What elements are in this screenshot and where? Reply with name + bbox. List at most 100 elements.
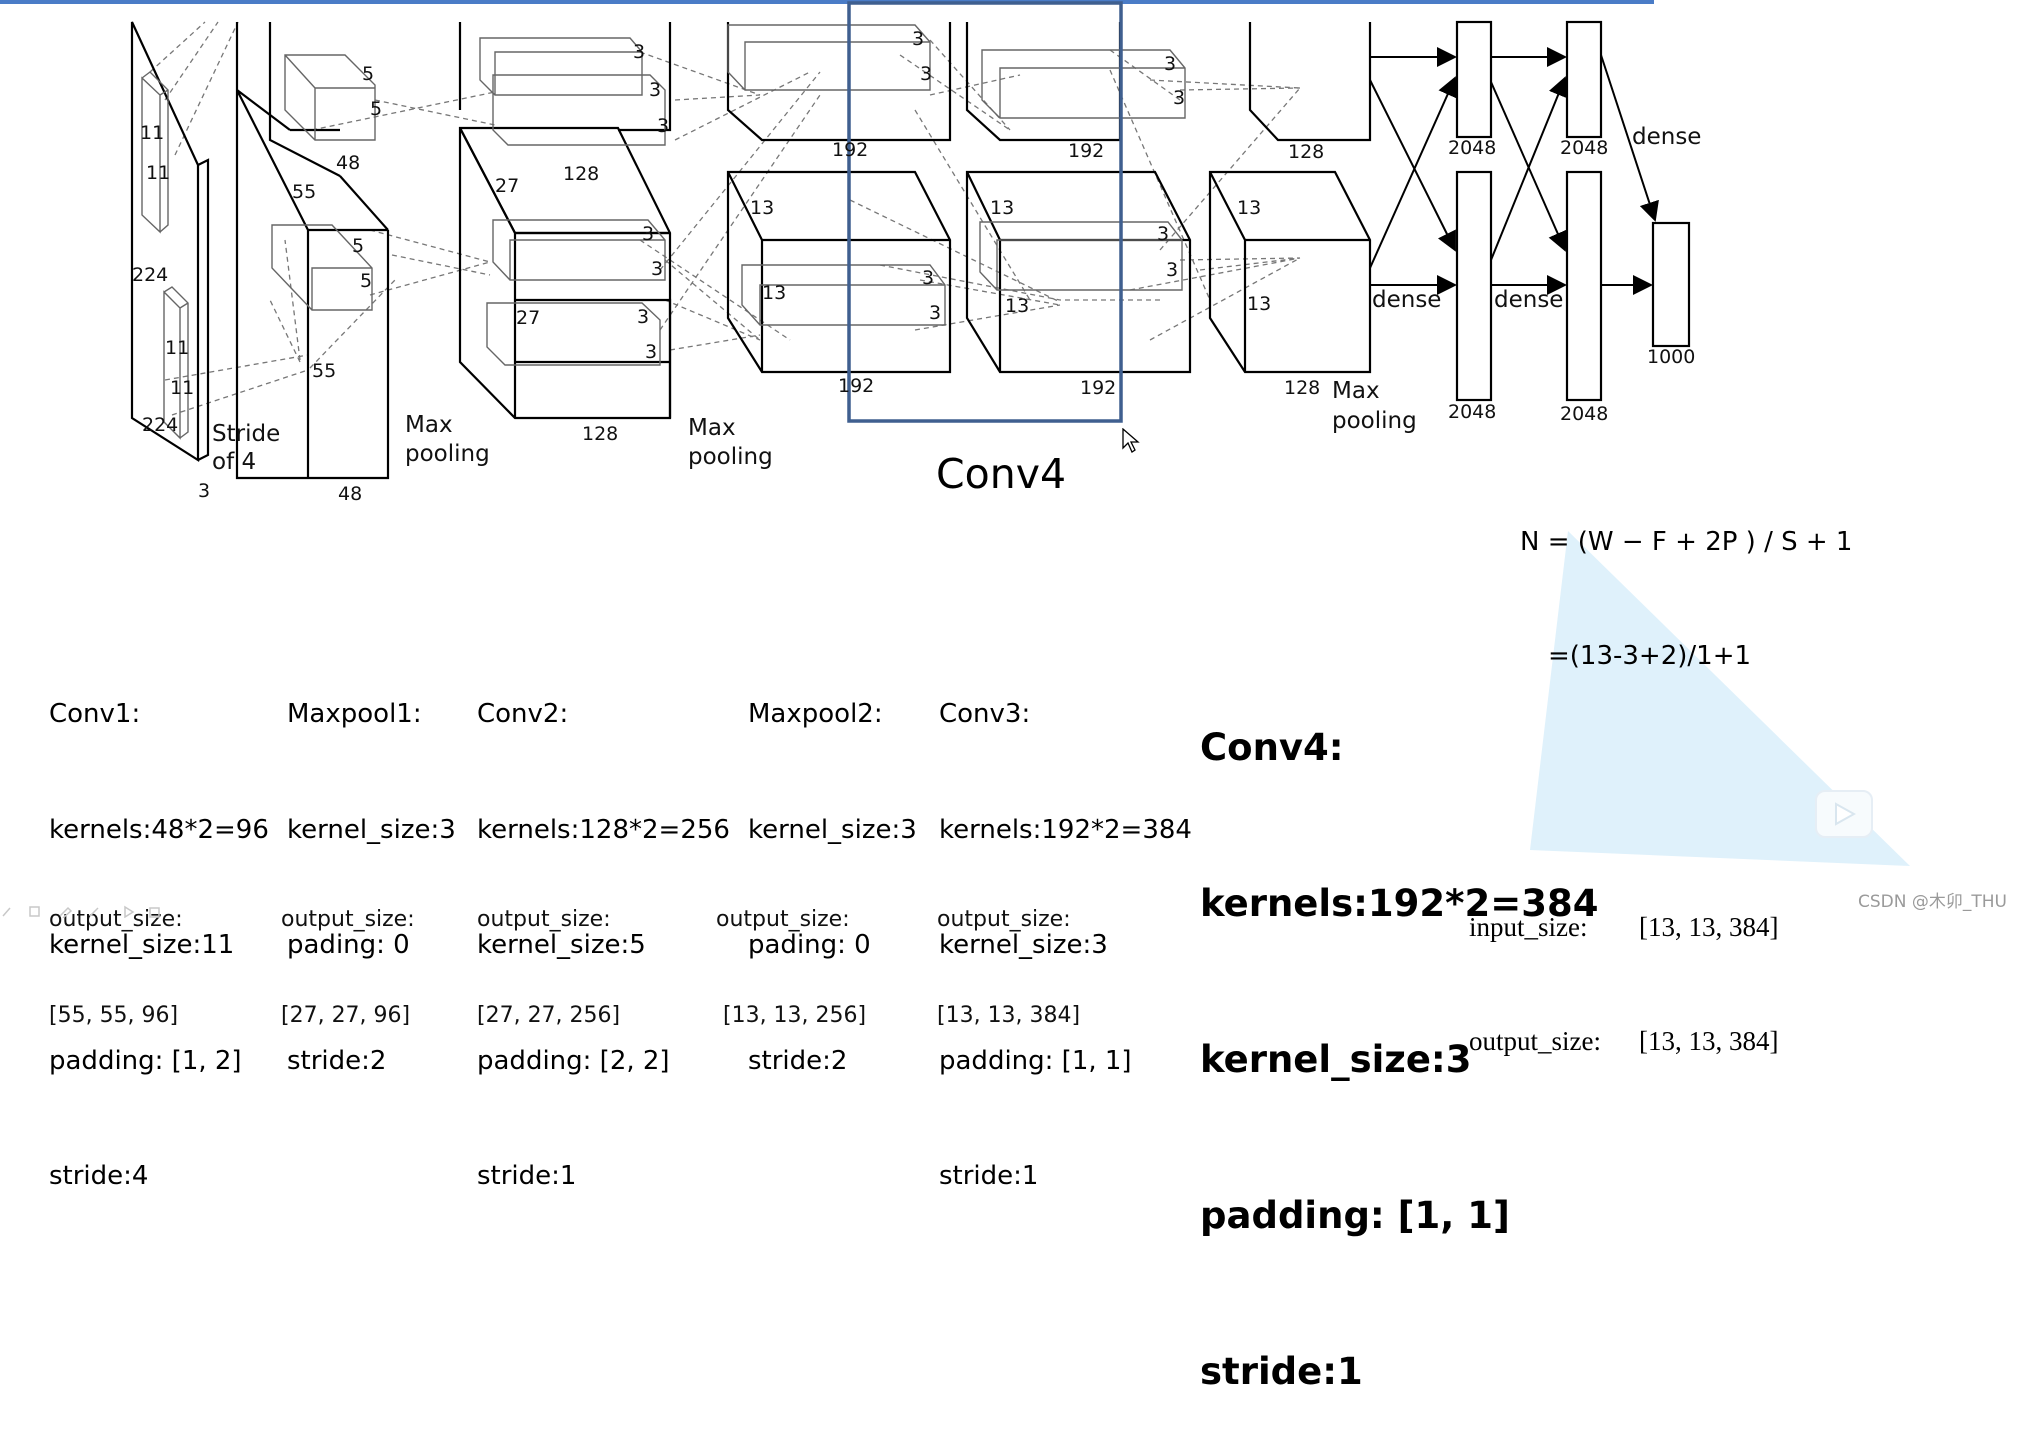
alexnet-architecture-diagram: 11 11 224 11 11 224 3 Stride of 4 5 5 48… <box>130 1 1910 866</box>
label: 2048 <box>1448 137 1496 159</box>
label: 5 <box>370 98 382 120</box>
label: 13 <box>1237 197 1261 219</box>
param-line: Conv3: <box>939 699 1031 729</box>
square-icon <box>29 906 40 917</box>
label: Max <box>405 412 453 438</box>
label: 13 <box>990 197 1014 219</box>
label: 13 <box>762 282 786 304</box>
param-line: kernels:192*2=384 <box>939 814 1192 845</box>
output-size-row: output_size: [13, 13, 384] <box>1469 1022 1778 1060</box>
label: 2048 <box>1560 137 1608 159</box>
label: 192 <box>1068 140 1104 162</box>
arrow-icon <box>2 907 11 917</box>
label: 13 <box>1247 293 1271 315</box>
output-value: [55, 55, 96] <box>49 1003 179 1028</box>
param-line: Maxpool2: <box>748 699 883 729</box>
output-value: [27, 27, 96] <box>281 1003 411 1028</box>
label: 5 <box>360 270 372 292</box>
param-line: kernel_size:3 <box>748 814 917 845</box>
label: 27 <box>516 307 540 329</box>
output-value: [27, 27, 256] <box>477 1003 621 1028</box>
diagram-labels: 11 11 224 11 11 224 3 Stride of 4 5 5 48… <box>132 28 1701 505</box>
output-value: [13, 13, 256] <box>716 1003 867 1028</box>
param-line: Conv2: <box>477 699 569 729</box>
param-line: Conv1: <box>49 699 141 729</box>
label: 3 <box>633 41 645 63</box>
play-icon <box>1835 802 1856 826</box>
param-line: stride:1 <box>939 1161 1039 1191</box>
annotation-toolbar[interactable] <box>0 904 180 918</box>
conv3-output: output_size: [13, 13, 384] <box>937 840 1080 1064</box>
conv4-io-sizes: input_size: [13, 13, 384] output_size: [13… <box>1469 832 1778 1098</box>
label: 3 <box>198 480 210 502</box>
output-value: [13, 13, 384] <box>937 1003 1081 1028</box>
label: dense <box>1494 287 1563 313</box>
label: Max <box>688 415 736 441</box>
label: 3 <box>1164 53 1176 75</box>
label: 3 <box>1157 223 1169 245</box>
connection-lines <box>149 21 1301 416</box>
param-line: kernels:128*2=256 <box>477 814 730 845</box>
label: 3 <box>651 258 663 280</box>
watermark: CSDN @木卯_THU <box>1858 892 2007 912</box>
label: 1000 <box>1647 346 1695 368</box>
label: 192 <box>1080 377 1116 399</box>
param-line: padding: [1, 1] <box>1200 1194 1510 1237</box>
highlight-triangle <box>1530 531 1910 866</box>
label: 13 <box>750 197 774 219</box>
output-label: output_size: <box>716 907 850 932</box>
label: 3 <box>642 223 654 245</box>
label: 55 <box>312 360 336 382</box>
label: 224 <box>132 264 168 286</box>
label: 11 <box>146 162 170 184</box>
label: pooling <box>405 441 490 467</box>
label: 128 <box>1284 377 1320 399</box>
output-size-label: output_size: <box>1469 1026 1601 1056</box>
label: Max <box>1332 378 1380 404</box>
label: 55 <box>292 181 316 203</box>
label: 3 <box>645 341 657 363</box>
param-line: stride:1 <box>477 1161 577 1191</box>
label: dense <box>1632 124 1701 150</box>
trash-icon <box>149 907 160 918</box>
param-line: Maxpool1: <box>287 699 422 729</box>
label: 13 <box>1005 295 1029 317</box>
conv2-output: output_size: [27, 27, 256] <box>477 840 620 1064</box>
label: 3 <box>929 302 941 324</box>
param-line: kernels:48*2=96 <box>49 814 269 845</box>
input-size-label: input_size: <box>1469 912 1588 942</box>
label: 5 <box>352 235 364 257</box>
label: pooling <box>688 444 773 470</box>
label: 128 <box>1288 141 1324 163</box>
label: 192 <box>832 139 868 161</box>
maxpool2-output: output_size: [13, 13, 256] <box>716 840 866 1064</box>
label: 3 <box>920 63 932 85</box>
conv4-caption: Conv4 <box>936 450 1067 498</box>
label: 11 <box>140 122 164 144</box>
conv4-highlight-box <box>847 1 1123 423</box>
label: 224 <box>142 414 178 436</box>
label: 128 <box>563 163 599 185</box>
label: 5 <box>362 63 374 85</box>
label: 3 <box>1166 259 1178 281</box>
top-accent-bar <box>0 0 1654 4</box>
input-size-row: input_size: [13, 13, 384] <box>1469 908 1778 946</box>
label: pooling <box>1332 408 1417 434</box>
dense-arrows <box>1369 47 1659 295</box>
input-size-value: [13, 13, 384] <box>1639 912 1779 942</box>
play-button[interactable] <box>1815 790 1873 838</box>
output-size-value: [13, 13, 384] <box>1639 1026 1779 1056</box>
label: 27 <box>495 175 519 197</box>
label: 2048 <box>1448 401 1496 423</box>
mouse-cursor-icon <box>1122 428 1140 453</box>
label: 3 <box>657 115 669 137</box>
label: 3 <box>922 267 934 289</box>
maxpool1-output: output_size: [27, 27, 96] <box>281 840 415 1064</box>
label: of 4 <box>212 449 256 475</box>
pen-icon <box>59 906 73 918</box>
param-line: Conv4: <box>1200 726 1344 769</box>
label: 192 <box>838 375 874 397</box>
label: 3 <box>1173 87 1185 109</box>
output-size-formula: N = (W − F + 2P ) / S + 1 =(13-3+2)/1+1 <box>1520 447 1852 713</box>
output-label: output_size: <box>477 907 611 932</box>
